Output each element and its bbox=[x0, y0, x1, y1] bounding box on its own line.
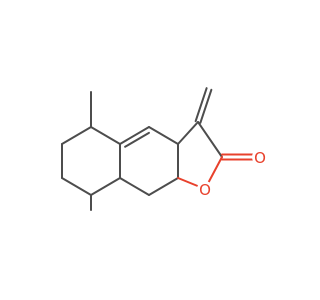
atom-label-ring-oxygen: O bbox=[199, 181, 211, 199]
bond-c9-c12 bbox=[177, 121, 199, 145]
bond-c5-c6 bbox=[119, 177, 150, 196]
atom-label-ring-oxygen-mask bbox=[197, 181, 213, 197]
bond-c3-c4 bbox=[61, 177, 92, 196]
bond-c12-c11 bbox=[197, 121, 223, 158]
molecule-structure: OO bbox=[61, 87, 268, 211]
atom-label-carbonyl-oxygen-mask bbox=[252, 149, 268, 165]
double-bond-c7-c8-inner bbox=[124, 131, 150, 148]
bond-c9-c8 bbox=[148, 126, 179, 145]
double-bond-methylene-a bbox=[199, 88, 213, 124]
double-bond-methylene-b bbox=[194, 87, 208, 123]
bond-c7-c1 bbox=[90, 126, 121, 145]
bond-c1-c2 bbox=[61, 126, 92, 145]
bond-c6-c10 bbox=[148, 177, 179, 196]
bond-c8-c7 bbox=[119, 126, 150, 145]
bond-c4-c5 bbox=[90, 177, 121, 196]
atom-label-carbonyl-oxygen: O bbox=[254, 149, 266, 167]
